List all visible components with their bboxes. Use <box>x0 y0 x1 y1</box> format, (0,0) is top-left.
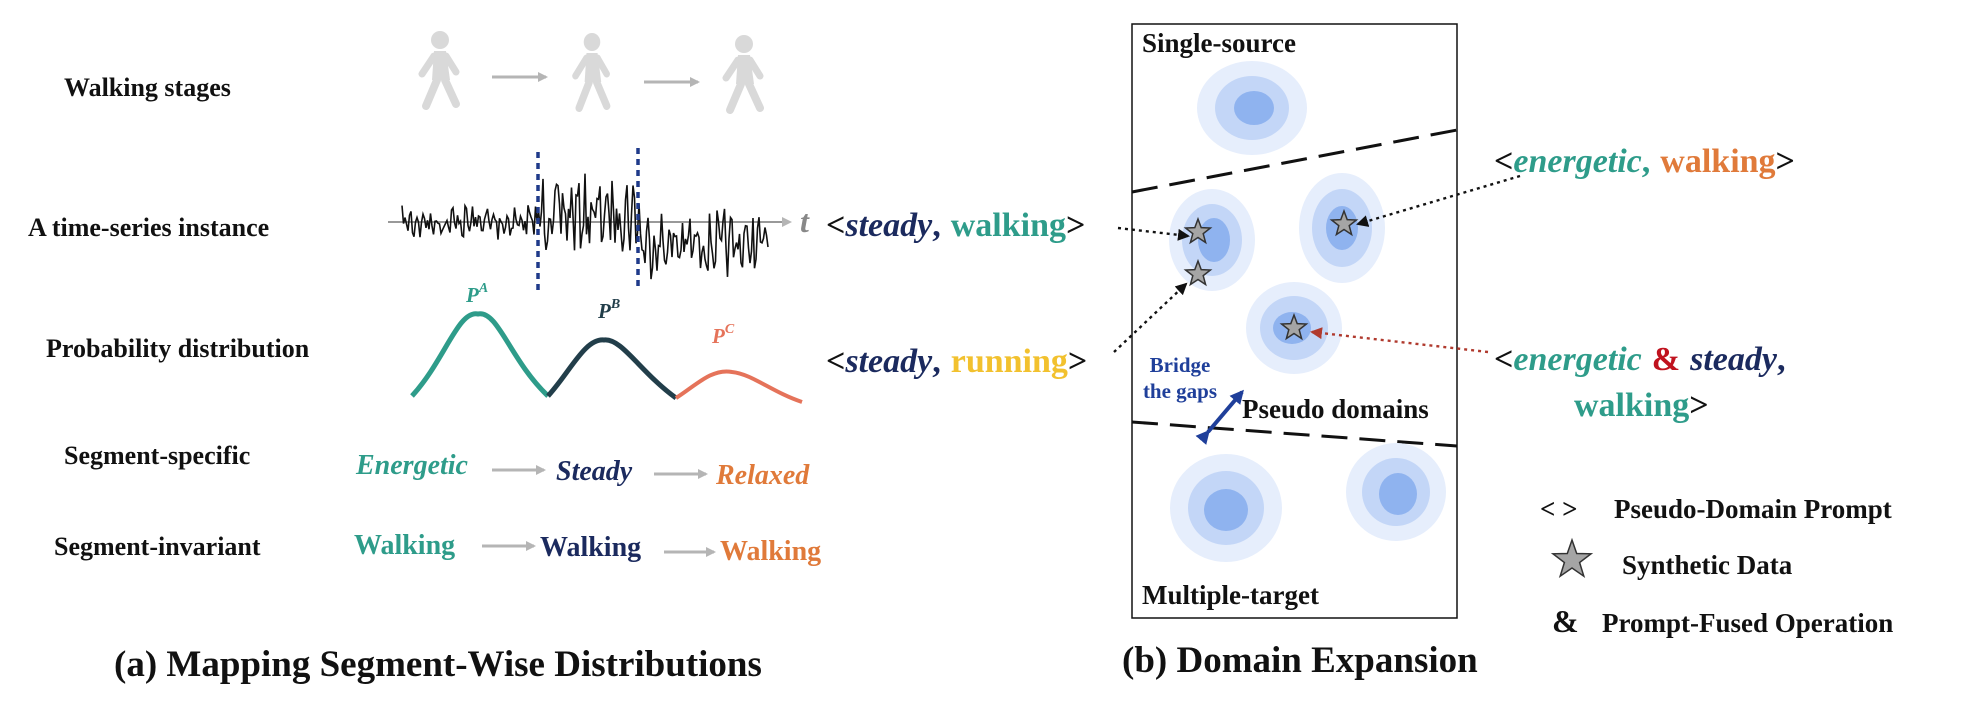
walker-icon-3 <box>726 35 760 110</box>
prompt-steady-running: <steady, running> <box>826 343 1087 380</box>
distribution-label-b-sup: B <box>610 297 620 312</box>
legend-prompt-label: Pseudo-Domain Prompt <box>1614 494 1892 524</box>
distribution-curve-a <box>410 311 550 398</box>
caption-a: (a) Mapping Segment-Wise Distributions <box>114 644 762 685</box>
time-series-signal <box>401 173 769 280</box>
prompt-walking: walking <box>951 207 1066 244</box>
prompt-walking: walking <box>1660 143 1775 180</box>
distribution-label-b: PB <box>597 297 620 323</box>
prompt-amp: & <box>1652 341 1680 378</box>
invariant-label-1: Walking <box>354 530 455 561</box>
bridge-arrow <box>1195 389 1244 445</box>
pseudo-domains-label: Pseudo domains <box>1242 394 1429 424</box>
caption-b: (b) Domain Expansion <box>1122 640 1478 681</box>
domain-box <box>1131 23 1458 619</box>
source-domain-blob <box>1197 61 1307 155</box>
legend-prompt-symbol: < > <box>1540 494 1578 524</box>
arrow-energetic-walking <box>1356 174 1521 227</box>
invariant-label-3: Walking <box>720 536 821 567</box>
arrow-steady-running <box>1113 282 1188 353</box>
walker-icon-2 <box>575 33 606 108</box>
bridge-line-2: the gaps <box>1143 379 1217 403</box>
synthetic-data-star-1 <box>1183 216 1213 245</box>
prompt-lt: < <box>1494 341 1513 378</box>
invariant-label-2: Walking <box>540 532 641 563</box>
prompt-gt: > <box>1776 143 1795 180</box>
prompt-steady-walking: <steady, walking> <box>826 207 1085 244</box>
synthetic-data-star-3 <box>1329 208 1359 237</box>
single-source-label: Single-source <box>1142 28 1296 58</box>
prompt-lt: < <box>1494 143 1513 180</box>
distribution-label-a-p: P <box>465 283 479 307</box>
row-label-walking-stages: Walking stages <box>64 73 231 102</box>
specific-label-steady: Steady <box>556 456 633 487</box>
prompt-energetic: energetic <box>1513 143 1641 180</box>
specific-label-energetic: Energetic <box>355 450 469 481</box>
dashed-divider-top <box>1131 128 1458 194</box>
row-label-probability: Probability distribution <box>46 334 310 363</box>
distribution-label-c: PC <box>711 322 735 348</box>
prompt-running: running <box>951 343 1068 380</box>
prompt-steady: steady <box>844 207 933 244</box>
row-label-segment-specific: Segment-specific <box>64 441 250 470</box>
prompt-fused: <energetic&steady, <box>1494 341 1785 378</box>
prompt-walking: walking <box>1574 387 1689 424</box>
prompt-gt: > <box>1689 387 1708 424</box>
prompt-comma: , <box>932 207 941 244</box>
walker-icon-1 <box>422 31 456 106</box>
arrow-steady-walking <box>1117 226 1190 241</box>
prompt-lt: < <box>826 207 845 244</box>
arrow-fused-prompt <box>1310 327 1489 354</box>
distribution-label-a: PA <box>465 281 488 307</box>
legend-fused-symbol: & <box>1552 603 1579 639</box>
prompt-energetic-walking: <energetic,walking> <box>1494 143 1795 180</box>
distribution-label-c-p: P <box>711 324 725 348</box>
prompt-gt: > <box>1066 207 1085 244</box>
prompt-energetic: energetic <box>1513 341 1641 378</box>
multiple-target-label: Multiple-target <box>1142 580 1319 610</box>
distribution-label-c-sup: C <box>725 322 735 337</box>
distribution-curve-c <box>674 369 803 404</box>
time-axis-label: t <box>800 203 810 239</box>
prompt-fused-line2: walking> <box>1574 387 1709 424</box>
legend-synthetic-label: Synthetic Data <box>1622 550 1793 580</box>
distribution-label-b-p: P <box>597 299 611 323</box>
bridge-line-1: Bridge <box>1150 353 1211 377</box>
distribution-label-a-sup: A <box>478 281 488 296</box>
distribution-curve-b <box>546 337 678 401</box>
synthetic-data-star-4 <box>1279 312 1309 341</box>
prompt-comma: , <box>1642 143 1651 180</box>
specific-label-relaxed: Relaxed <box>715 460 810 491</box>
prompt-steady: steady <box>844 343 933 380</box>
row-label-time-series: A time-series instance <box>28 213 269 242</box>
prompt-steady: steady <box>1689 341 1778 378</box>
legend-star-icon <box>1550 537 1594 579</box>
row-label-segment-invariant: Segment-invariant <box>54 532 261 561</box>
prompt-comma: , <box>932 343 941 380</box>
prompt-comma: , <box>1777 341 1786 378</box>
dashed-divider-bottom <box>1131 420 1458 448</box>
prompt-gt: > <box>1068 343 1087 380</box>
target-domain-blob-1 <box>1170 454 1282 562</box>
synthetic-data-star-2 <box>1183 258 1213 287</box>
prompt-lt: < <box>826 343 845 380</box>
legend-fused-label: Prompt-Fused Operation <box>1602 608 1893 638</box>
pseudo-domain-blob-1 <box>1169 189 1255 291</box>
target-domain-blob-2 <box>1346 443 1446 541</box>
